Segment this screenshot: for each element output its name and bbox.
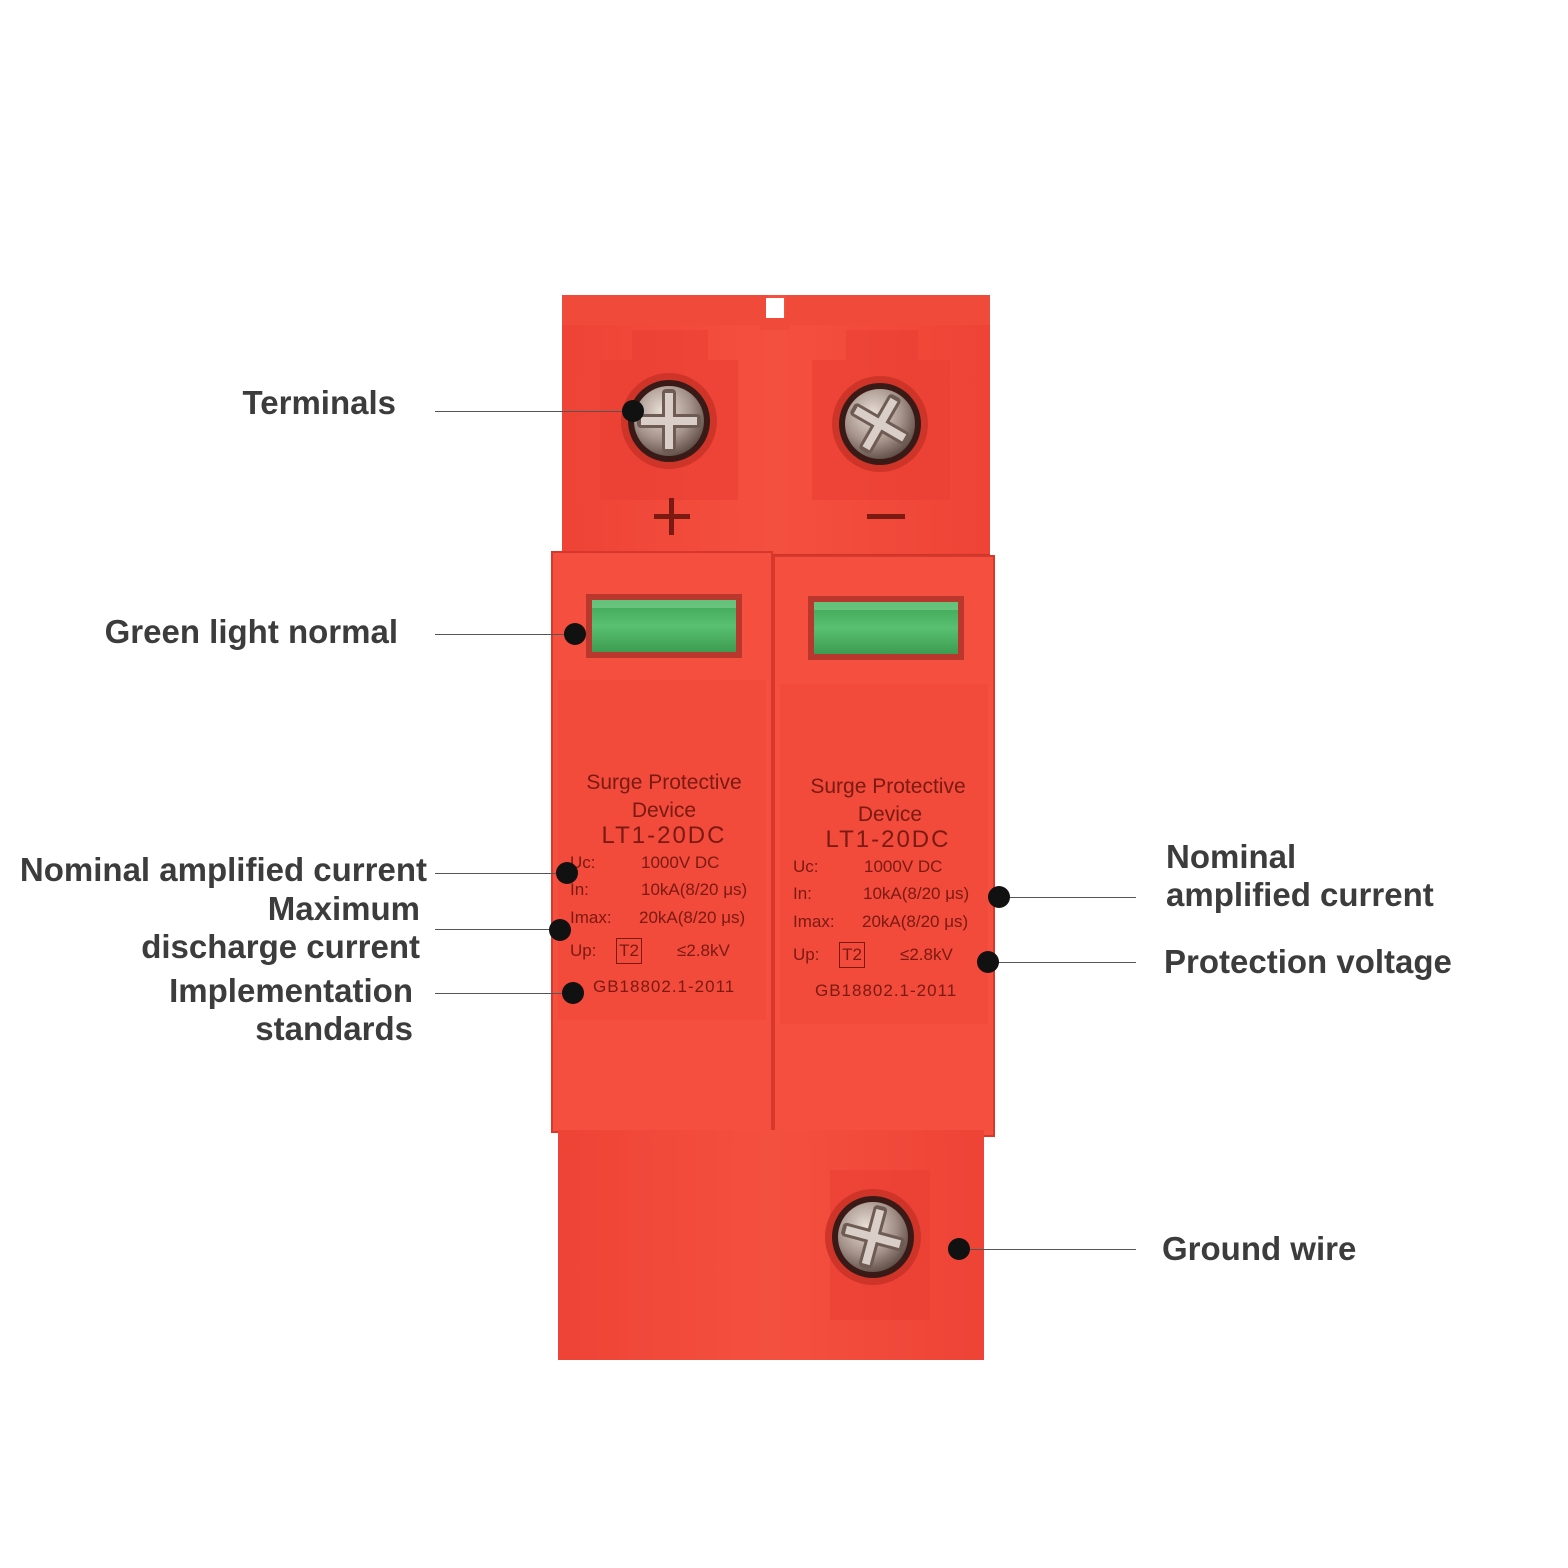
- leader-nominal-right: [999, 897, 1136, 898]
- callout-nominal-right-line1: Nominal: [1166, 838, 1297, 875]
- module-right-title-line1: Surge Protective: [810, 775, 966, 798]
- module-right-imax-value: 20kA(8/20 μs): [862, 912, 969, 931]
- callout-max-discharge: Maximum discharge current: [141, 890, 420, 966]
- module-right-uc-value: 1000V DC: [864, 857, 943, 876]
- module-left-standard: GB18802.1-2011: [593, 977, 736, 996]
- leader-standards: [435, 993, 573, 994]
- callout-protection-voltage-text: Protection voltage: [1164, 943, 1452, 980]
- green-indicator-left: [586, 594, 742, 658]
- module-right-uc-label: Uc:: [793, 857, 819, 876]
- module-left-up-value: ≤2.8kV: [677, 941, 730, 960]
- callout-nominal-right-line2: amplified current: [1166, 876, 1434, 913]
- module-right-standard: GB18802.1-2011: [815, 981, 958, 1000]
- callout-nominal-left: Nominal amplified current: [20, 851, 427, 889]
- callout-terminals: Terminals: [243, 384, 396, 422]
- callout-protection-voltage: Protection voltage: [1164, 943, 1452, 981]
- leader-ground-wire: [959, 1249, 1136, 1250]
- module-left-title-line2: Device: [631, 799, 697, 822]
- module-right-title-line2: Device: [857, 803, 923, 826]
- ground-screw-icon: [825, 1189, 921, 1285]
- minus-mark-icon: [867, 514, 905, 519]
- green-indicator-right: [808, 596, 964, 660]
- module-left-title-line1: Surge Protective: [586, 771, 742, 794]
- leader-green-light: [435, 634, 575, 635]
- leader-terminals: [435, 411, 633, 412]
- dot-max-discharge: [549, 919, 571, 941]
- module-left-in-value: 10kA(8/20 μs): [641, 880, 748, 899]
- callout-green-light-text: Green light normal: [104, 613, 398, 650]
- module-right-t2-badge: T2: [839, 942, 865, 968]
- callout-ground-wire: Ground wire: [1162, 1230, 1356, 1268]
- dot-nominal-right: [988, 886, 1010, 908]
- callout-max-discharge-line2: discharge current: [141, 928, 420, 965]
- dot-green-light: [564, 623, 586, 645]
- terminal-screw-positive-icon: [621, 373, 717, 469]
- module-right-up-label: Up:: [793, 945, 820, 964]
- module-left-imax-label: Imax:: [570, 908, 612, 927]
- leader-nominal-left: [435, 873, 567, 874]
- module-right-in-label: In:: [793, 884, 812, 903]
- dot-ground-wire: [948, 1238, 970, 1260]
- callout-terminals-text: Terminals: [242, 384, 396, 421]
- leader-protection-voltage: [988, 962, 1136, 963]
- callout-max-discharge-line1: Maximum: [267, 890, 420, 927]
- dot-protection-voltage: [977, 951, 999, 973]
- callout-green-light: Green light normal: [105, 613, 398, 651]
- leader-max-discharge: [435, 929, 560, 930]
- module-left-model: LT1-20DC: [601, 822, 727, 849]
- module-left-t2-badge: T2: [616, 938, 642, 964]
- module-right-up-value: ≤2.8kV: [900, 945, 953, 964]
- callout-standards-line1: Implementation: [169, 972, 413, 1009]
- dot-standards: [562, 982, 584, 1004]
- module-right-imax-label: Imax:: [793, 912, 835, 931]
- dot-nominal-left: [556, 862, 578, 884]
- callout-nominal-left-text: Nominal amplified current: [19, 851, 427, 888]
- module-left-in-label: In:: [570, 880, 589, 899]
- module-left-up-label: Up:: [570, 941, 597, 960]
- dot-terminals: [622, 400, 644, 422]
- callout-standards-line2: standards: [255, 1010, 413, 1047]
- callout-standards: Implementation standards: [169, 972, 413, 1048]
- module-left-uc-value: 1000V DC: [641, 853, 720, 872]
- plus-mark-icon: [654, 498, 690, 535]
- terminal-screw-negative-icon: [832, 376, 928, 472]
- module-right-model: LT1-20DC: [825, 826, 951, 853]
- callout-ground-wire-text: Ground wire: [1162, 1230, 1357, 1267]
- module-right-in-value: 10kA(8/20 μs): [863, 884, 970, 903]
- module-left-imax-value: 20kA(8/20 μs): [639, 908, 746, 927]
- callout-nominal-right: Nominal amplified current: [1166, 838, 1434, 914]
